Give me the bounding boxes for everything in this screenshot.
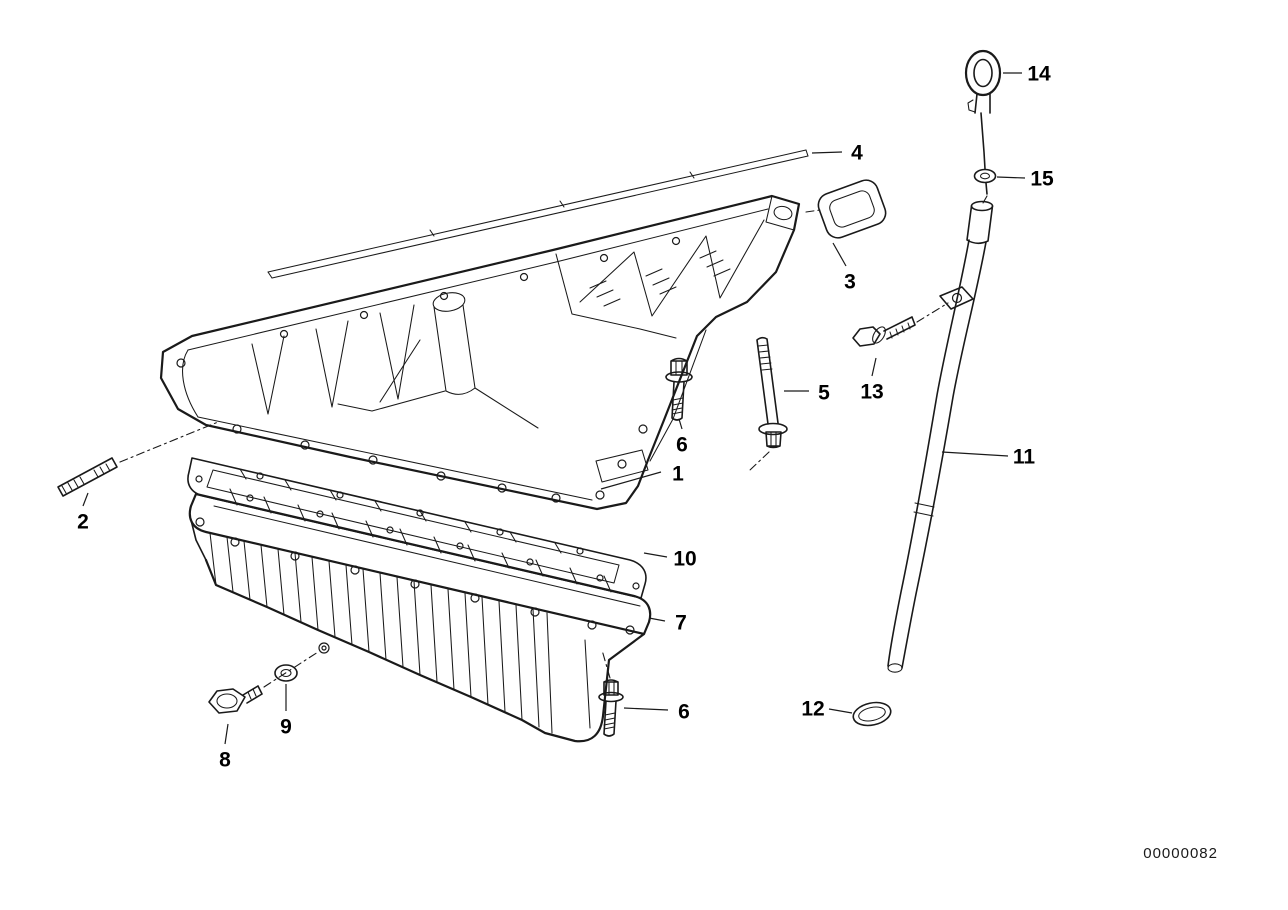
callout-leader-13 (871, 357, 877, 377)
callout-label-12: 12 (801, 698, 824, 721)
callout-label-13: 13 (860, 381, 883, 404)
part-9-sealing-washer (274, 664, 298, 682)
callout-label-2: 2 (77, 511, 89, 534)
part-2-stud-bolt (57, 421, 219, 497)
callout-label-6: 6 (676, 434, 688, 457)
part-8-drain-plug (208, 651, 319, 714)
callout-label-4: 4 (851, 142, 863, 165)
callout-label-14: 14 (1027, 63, 1051, 86)
callout-leader-6 (623, 707, 669, 711)
callout-leader-12 (828, 708, 853, 714)
part-7-lower-oil-pan (188, 492, 652, 743)
callout-label-11: 11 (1013, 446, 1036, 469)
part-13-bracket-bolt (852, 302, 949, 347)
callout-label-8: 8 (219, 749, 231, 772)
part-11-guide-tube (887, 200, 994, 673)
part-10-gasket (187, 457, 647, 599)
part-5-long-bolt (749, 336, 788, 471)
callout-leader-15 (996, 176, 1026, 179)
callout-label-3: 3 (844, 271, 856, 294)
part-1-upper-oil-pan (159, 194, 801, 511)
callout-leader-6 (678, 418, 683, 430)
callout-label-6: 6 (678, 701, 690, 724)
part-12-o-ring (852, 701, 892, 727)
callout-leader-11 (941, 451, 1009, 457)
callout-leader-10 (643, 552, 668, 558)
callout-label-1: 1 (672, 463, 684, 486)
part-3-end-seal (805, 179, 887, 239)
callout-label-10: 10 (673, 548, 696, 571)
part-6-bolt-upper (665, 357, 693, 421)
callout-label-7: 7 (675, 612, 687, 635)
callout-leader-4 (811, 151, 843, 154)
callout-leader-3 (832, 242, 847, 267)
doc-number: 00000082 (1143, 845, 1218, 862)
part-6-bolt-lower (598, 649, 624, 737)
callout-label-5: 5 (818, 382, 830, 405)
callout-label-9: 9 (280, 716, 292, 739)
callout-leader-1 (600, 471, 662, 490)
part-15-seal-ring (973, 168, 997, 204)
callout-label-15: 15 (1030, 168, 1054, 191)
callout-leader-2 (82, 492, 89, 507)
callout-leader-7 (648, 617, 666, 622)
callout-leader-8 (224, 723, 229, 745)
part-14-dipstick-handle (964, 49, 1002, 170)
part-4-baffle-strip (267, 149, 809, 279)
